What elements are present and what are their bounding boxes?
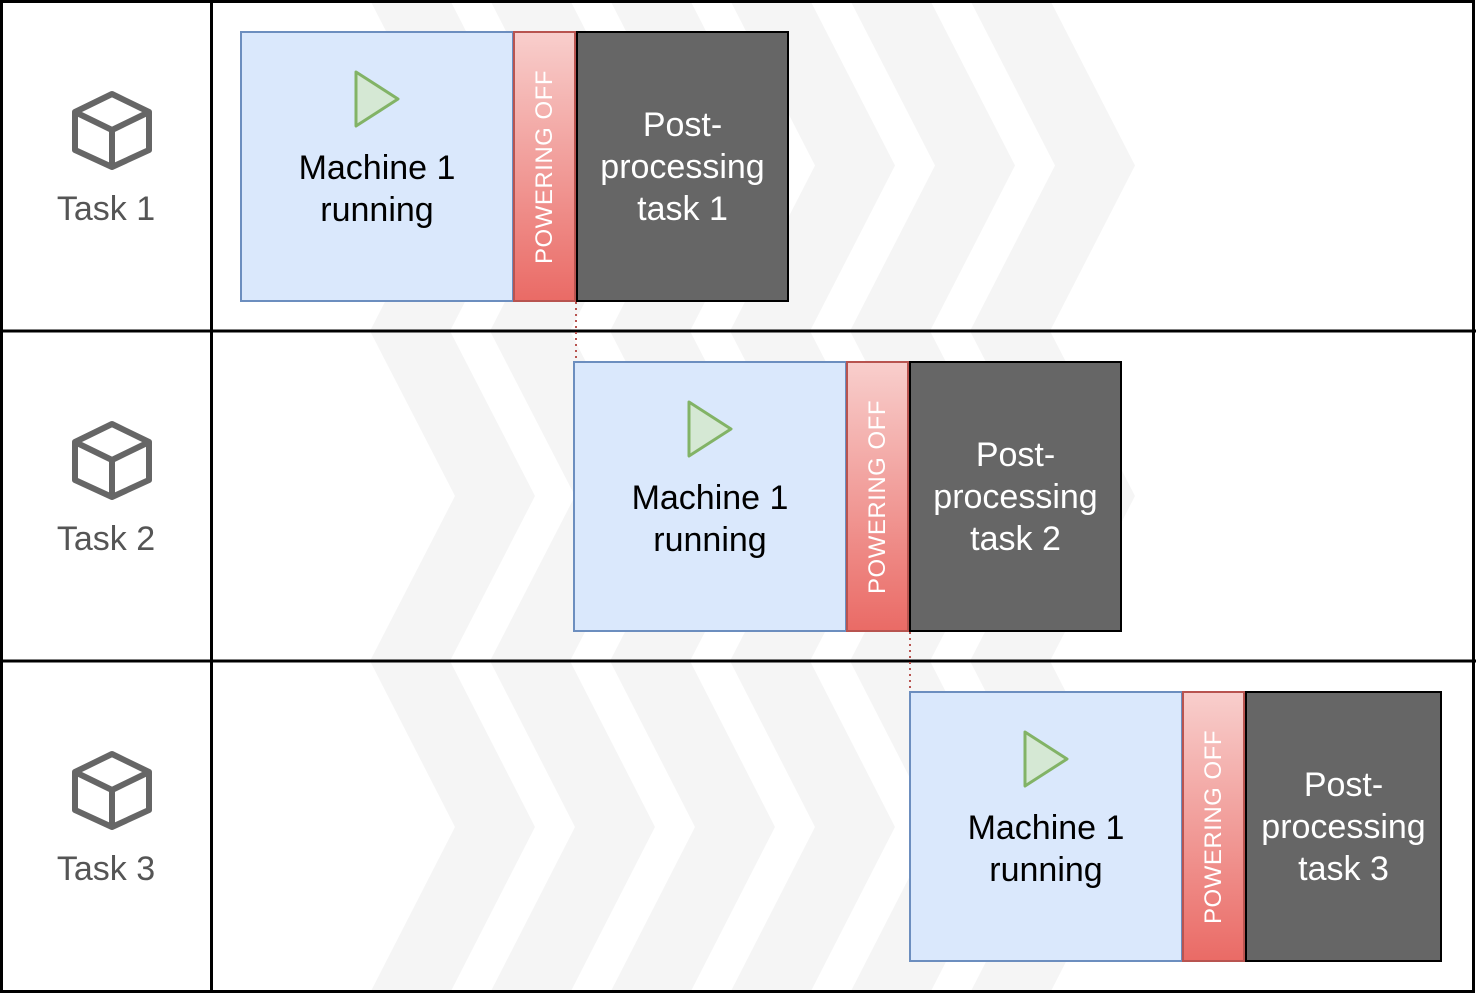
chevron-shape	[850, 0, 1015, 331]
post-label-line: processing	[1261, 807, 1426, 846]
running-label-line: running	[653, 521, 767, 559]
post-label-line: processing	[600, 147, 765, 186]
post-label-line: Post-	[642, 105, 723, 144]
running-label: Machine 1 running	[575, 477, 845, 561]
running-label-line: running	[320, 191, 434, 229]
post-label-line: Post-	[975, 435, 1056, 474]
post-processing-label: Post- processing task 2	[911, 434, 1120, 560]
running-label-line: Machine 1	[298, 149, 456, 187]
powering-off-label: POWERING OFF	[530, 69, 558, 264]
chevron-shape	[370, 661, 535, 993]
running-label-line: running	[989, 851, 1103, 889]
task-label: Task 2	[56, 520, 156, 558]
post-processing-block: Post- processing task 1	[576, 31, 789, 302]
play-icon	[687, 400, 733, 458]
machine-running-block: Machine 1 running	[240, 31, 514, 302]
chevron-shape	[490, 661, 655, 993]
running-label-line: Machine 1	[967, 809, 1125, 847]
chevron-shape	[730, 0, 895, 331]
post-processing-label: Post- processing task 1	[578, 104, 787, 230]
post-label-line: processing	[933, 477, 1098, 516]
post-label-line: Post-	[1303, 765, 1384, 804]
post-processing-block: Post- processing task 2	[909, 361, 1122, 632]
post-label-line: task 2	[970, 519, 1061, 558]
running-label: Machine 1 running	[911, 807, 1181, 891]
task-label: Task 1	[56, 190, 156, 228]
post-label-line: task 3	[1298, 849, 1389, 888]
powering-off-block: POWERING OFF	[846, 361, 909, 632]
post-label-line: task 1	[637, 189, 728, 228]
running-label: Machine 1 running	[242, 147, 512, 231]
running-label-line: Machine 1	[631, 479, 789, 517]
powering-off-block: POWERING OFF	[1182, 691, 1245, 962]
cube-icon	[72, 751, 152, 830]
post-processing-label: Post- processing task 3	[1247, 764, 1440, 890]
chevron-shape	[610, 661, 775, 993]
post-processing-block: Post- processing task 3	[1245, 691, 1442, 962]
machine-running-block: Machine 1 running	[573, 361, 847, 632]
cube-icon	[72, 91, 152, 170]
play-icon	[1023, 730, 1069, 788]
powering-off-label: POWERING OFF	[1199, 729, 1227, 924]
chevron-shape	[730, 661, 895, 993]
play-icon	[354, 70, 400, 128]
chevron-shape	[970, 0, 1135, 331]
powering-off-block: POWERING OFF	[513, 31, 576, 302]
powering-off-label: POWERING OFF	[863, 399, 891, 594]
chevron-shape	[370, 331, 535, 661]
task-label: Task 3	[56, 850, 156, 888]
machine-running-block: Machine 1 running	[909, 691, 1183, 962]
cube-icon	[72, 421, 152, 500]
